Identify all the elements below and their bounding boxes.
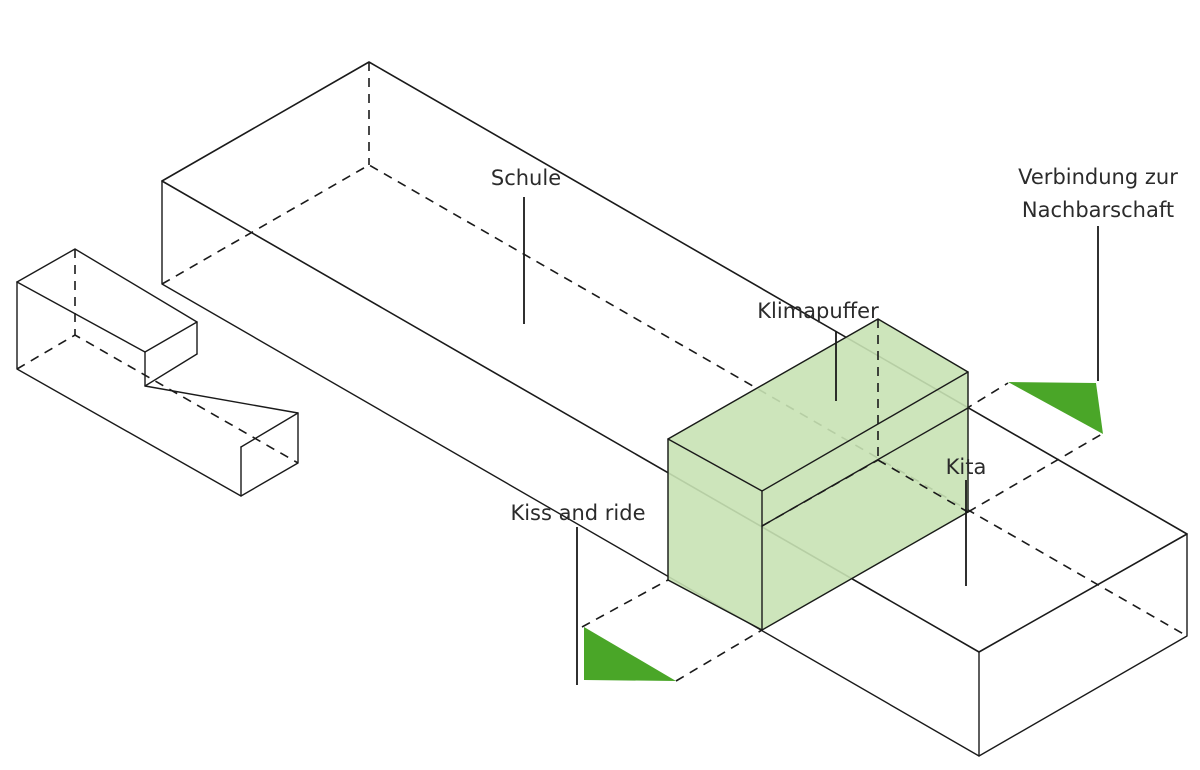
label-verbindung-line1: Verbindung zur: [1018, 165, 1178, 189]
connection-lanes: [581, 382, 1103, 682]
small-building: [16, 248, 299, 497]
klimapuffer-volume: [667, 318, 969, 631]
label-kita: Kita: [946, 455, 987, 479]
green-marker-neighbourhood: [1008, 382, 1103, 434]
label-kiss-and-ride: Kiss and ride: [510, 501, 645, 525]
label-verbindung-line2: Nachbarschaft: [1022, 198, 1174, 222]
green-marker-kiss-and-ride: [584, 627, 676, 681]
label-schule: Schule: [491, 166, 561, 190]
label-klimapuffer: Klimapuffer: [757, 299, 879, 323]
